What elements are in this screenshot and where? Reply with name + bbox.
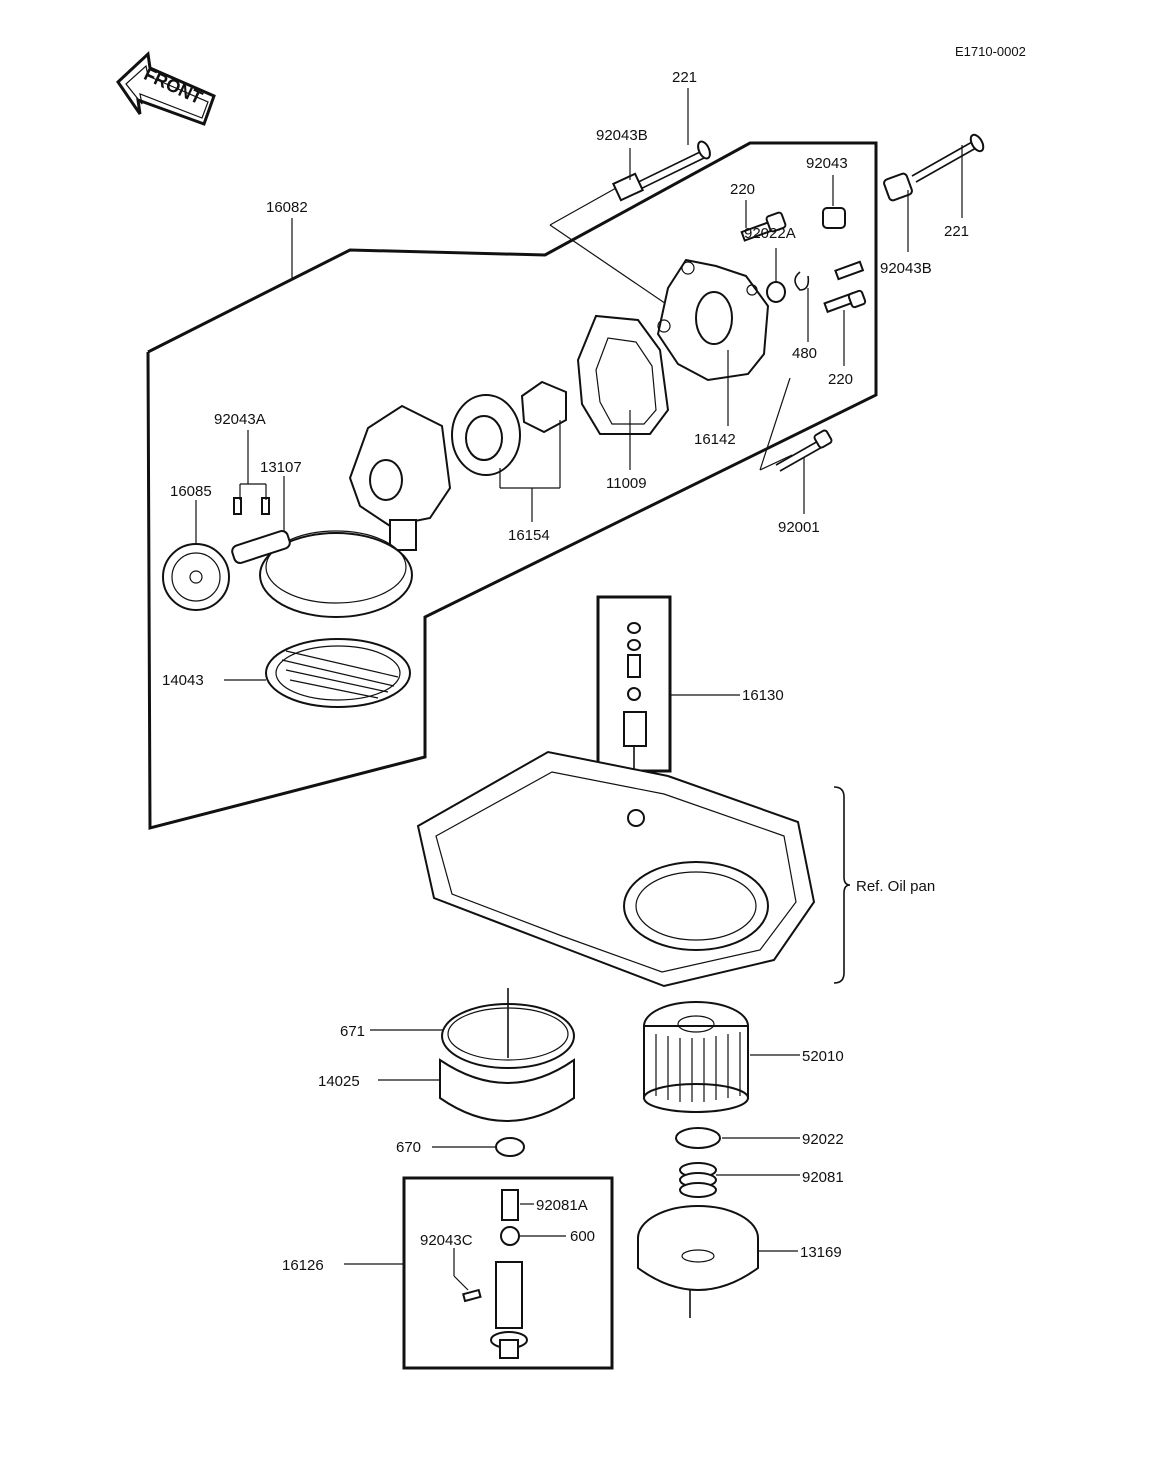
label-52010: 52010 bbox=[802, 1048, 844, 1065]
o-ring-670-icon bbox=[495, 1137, 525, 1157]
label-11009: 11009 bbox=[606, 475, 647, 492]
label-92022: 92022 bbox=[802, 1131, 844, 1148]
label-220-top: 220 bbox=[730, 181, 755, 198]
pump-cover-16142-icon bbox=[656, 258, 770, 382]
collar-92043-icon bbox=[822, 207, 846, 229]
label-16085: 16085 bbox=[170, 483, 212, 500]
label-13107: 13107 bbox=[260, 459, 302, 476]
label-671: 671 bbox=[340, 1023, 365, 1040]
bypass-valve-16126-icon bbox=[462, 1189, 528, 1359]
screen-14043-icon bbox=[265, 638, 411, 708]
pump-body-icon bbox=[348, 404, 452, 551]
sprocket-16085-icon bbox=[162, 543, 230, 611]
label-92043C: 92043C bbox=[420, 1232, 473, 1249]
oil-pan-icon bbox=[416, 750, 816, 988]
label-92001: 92001 bbox=[778, 519, 820, 536]
collar-92043B-right-icon bbox=[883, 172, 913, 202]
front-label: FRONT bbox=[141, 64, 206, 108]
oil-filter-52010-icon bbox=[643, 1001, 749, 1113]
label-14043: 14043 bbox=[162, 672, 204, 689]
spring-92081-icon bbox=[679, 1162, 717, 1198]
pump-shaft-13107-icon bbox=[231, 497, 291, 564]
label-92043: 92043 bbox=[806, 155, 848, 172]
collar-92043B-top-icon bbox=[611, 172, 645, 202]
label-13169: 13169 bbox=[800, 1244, 842, 1261]
bolt-221-right-icon bbox=[911, 133, 985, 183]
label-600: 600 bbox=[570, 1228, 595, 1245]
label-92081: 92081 bbox=[802, 1169, 844, 1186]
bolt-220-top-icon bbox=[740, 211, 787, 242]
ref-oil-pan-note: Ref. Oil pan bbox=[856, 878, 935, 895]
label-221-top: 221 bbox=[672, 69, 697, 86]
label-480: 480 bbox=[792, 345, 817, 362]
label-92043A: 92043A bbox=[214, 411, 266, 428]
label-16142: 16142 bbox=[694, 431, 736, 448]
label-670: 670 bbox=[396, 1139, 421, 1156]
label-16126: 16126 bbox=[282, 1257, 324, 1274]
label-92081A: 92081A bbox=[536, 1197, 588, 1214]
label-92043B-right: 92043B bbox=[880, 260, 932, 277]
figure-code: E1710-0002 bbox=[955, 44, 1026, 59]
bolt-220-right-icon bbox=[823, 260, 867, 314]
front-arrow-icon: FRONT bbox=[116, 50, 216, 126]
label-16130: 16130 bbox=[742, 687, 784, 704]
clip-480-icon bbox=[794, 271, 810, 291]
relief-valve-16130-icon bbox=[623, 622, 647, 808]
label-92022A: 92022A bbox=[744, 225, 796, 242]
leader-lines bbox=[195, 88, 963, 1291]
rotors-16154-icon bbox=[451, 380, 567, 476]
label-16082: 16082 bbox=[266, 199, 308, 216]
label-221-right: 221 bbox=[944, 223, 969, 240]
label-16154: 16154 bbox=[508, 527, 550, 544]
pump-assembly-outline bbox=[146, 141, 878, 830]
ref-bracket bbox=[833, 786, 851, 984]
filter-cover-13169-icon bbox=[637, 1205, 759, 1318]
strainer-screen-icon bbox=[259, 530, 413, 618]
washer-92022-icon bbox=[675, 1127, 721, 1149]
gasket-11009-icon bbox=[576, 314, 670, 435]
cover-14025-icon bbox=[439, 988, 575, 1122]
bolt-92001-icon bbox=[775, 429, 833, 472]
alignment-lines bbox=[549, 182, 793, 471]
washer-92022A-icon bbox=[766, 281, 786, 303]
label-220-right: 220 bbox=[828, 371, 853, 388]
label-92043B-top: 92043B bbox=[596, 127, 648, 144]
label-14025: 14025 bbox=[318, 1073, 360, 1090]
bypass-valve-box bbox=[402, 1176, 614, 1370]
